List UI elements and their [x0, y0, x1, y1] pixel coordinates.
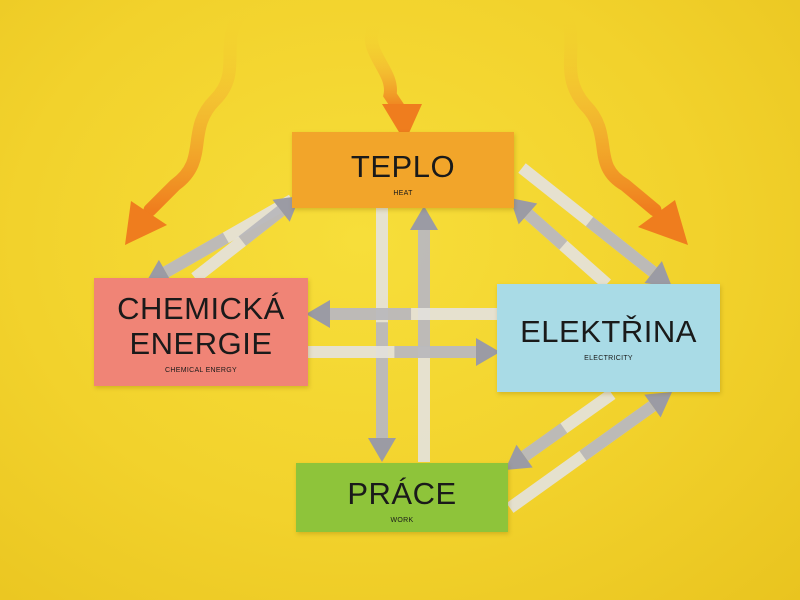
arrow-electricity-to-heat	[510, 198, 611, 289]
node-work: PRÁCE WORK	[296, 463, 508, 532]
node-heat: TEPLO HEAT	[292, 132, 514, 208]
node-electricity-subtitle: ELECTRICITY	[584, 355, 633, 362]
arrow-work-to-electricity	[506, 392, 672, 513]
node-electricity: ELEKTŘINA ELECTRICITY	[497, 284, 720, 392]
node-electricity-title: ELEKTŘINA	[520, 314, 697, 349]
node-chemical-energy: CHEMICKÁ ENERGIE CHEMICAL ENERGY	[94, 278, 308, 386]
arrow-electricity-to-work	[505, 389, 616, 470]
arrow-electricity-to-chemical	[306, 300, 497, 328]
arrow-work-to-heat	[410, 206, 438, 462]
arrow-heat-to-electricity	[518, 163, 672, 287]
heat-wave-right	[553, 0, 688, 245]
node-chemical-energy-title: CHEMICKÁ ENERGIE	[117, 290, 285, 361]
node-heat-title: TEPLO	[350, 149, 456, 184]
node-heat-subtitle: HEAT	[393, 190, 413, 197]
node-chemical-energy-subtitle: CHEMICAL ENERGY	[165, 366, 237, 374]
arrow-chemical-to-electricity	[308, 338, 500, 366]
heat-wave-center	[364, 18, 422, 142]
node-work-title: PRÁCE	[347, 475, 457, 511]
node-work-subtitle: WORK	[390, 516, 414, 524]
arrow-heat-to-chemical	[145, 194, 295, 285]
arrow-chemical-to-heat	[191, 196, 300, 283]
arrow-heat-to-work	[368, 208, 396, 462]
heat-wave-left	[125, 3, 252, 245]
